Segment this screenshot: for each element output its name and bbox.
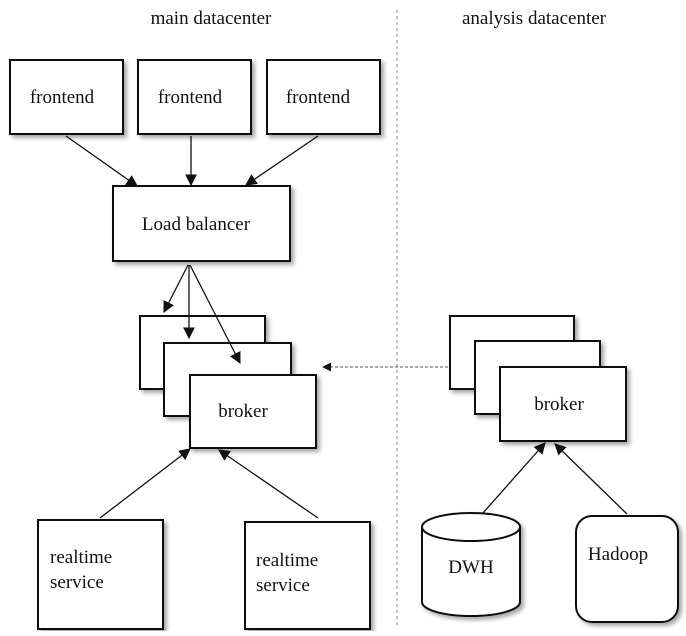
dwh-label: DWH (448, 557, 494, 578)
realtime-service-label-line2: service (256, 575, 310, 596)
main-datacenter-label: main datacenter (151, 8, 272, 29)
frontend-label: frontend (158, 87, 223, 108)
arrow-realtime2-to-broker (218, 449, 319, 519)
frontend-node-1: frontend (9, 59, 124, 135)
arrow-lb-to-broker-back (163, 264, 189, 314)
main-broker-front (189, 374, 317, 449)
analysis-broker-stack: broker (449, 315, 627, 442)
hadoop-label: Hadoop (588, 544, 648, 565)
arrow-realtime1-to-broker (99, 448, 191, 519)
arrow-frontend3-to-lb (245, 135, 319, 186)
load-balancer-label: Load balancer (142, 214, 251, 235)
frontend-label: frontend (286, 87, 351, 108)
frontend-label: frontend (30, 87, 95, 108)
dwh-node (421, 512, 521, 617)
arrow-frontend1-to-lb (65, 135, 138, 187)
arrow-hadoop-to-broker (554, 443, 628, 515)
main-broker-label: broker (218, 401, 268, 422)
realtime-service-label-line1: realtime (50, 547, 112, 568)
realtime-service-node-1: realtime service (37, 519, 164, 630)
arrow-dwh-to-broker (482, 442, 546, 514)
realtime-service-label-line1: realtime (256, 550, 318, 571)
load-balancer-node: Load balancer (112, 185, 291, 262)
analysis-broker-front (499, 366, 627, 442)
frontend-node-2: frontend (137, 59, 252, 135)
frontend-node-3: frontend (266, 59, 381, 135)
main-broker-stack: broker (139, 315, 317, 449)
arrow-lb-to-broker-front (189, 264, 241, 365)
hadoop-node: Hadoop (575, 515, 679, 623)
analysis-datacenter-label: analysis datacenter (462, 8, 607, 29)
analysis-broker-label: broker (534, 394, 584, 415)
realtime-service-label-line2: service (50, 572, 104, 593)
realtime-service-node-2: realtime service (244, 521, 371, 630)
